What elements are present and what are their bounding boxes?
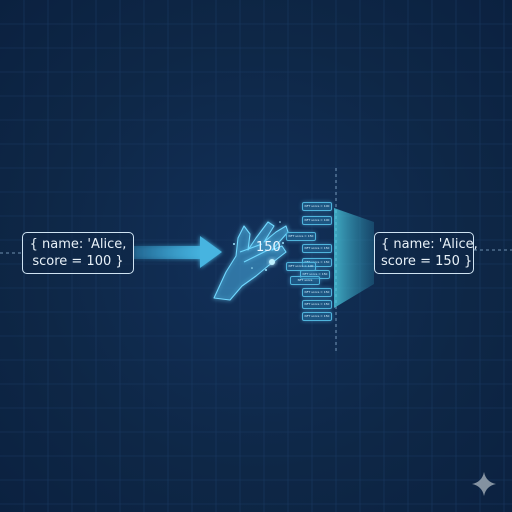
source-object-box: { name: 'Alice, score = 100 } [22, 232, 134, 274]
hand-value-label: 150 [256, 240, 281, 255]
result-object-line-2: score = 150 } [381, 254, 473, 269]
source-object-line-1: { name: 'Alice, [29, 237, 127, 252]
touch-point [269, 259, 275, 265]
data-chip: NFT score = 100 [302, 202, 332, 211]
data-chip: NFT score = 100 [286, 262, 316, 271]
particle [233, 243, 235, 245]
data-chip: NFT score = 150 [286, 232, 316, 241]
particle [279, 221, 281, 223]
result-object-box: { name: 'Alice, score = 150 } [374, 232, 478, 274]
particle [282, 242, 284, 244]
sparkle-icon [472, 472, 496, 496]
source-object-line-2: score = 100 } [32, 254, 124, 269]
data-chip: NFT score = 150 [302, 312, 332, 321]
hand-icon [213, 221, 289, 301]
result-object-line-1: { name: 'Alice, [381, 237, 478, 252]
particle [251, 267, 253, 269]
data-chip: NFT score = 150 [302, 300, 332, 309]
particle [265, 269, 267, 271]
projection-beam [334, 208, 374, 308]
data-chip: NFT score = 150 [302, 244, 332, 253]
transform-arrow [134, 236, 222, 268]
data-chip: NFT score [290, 276, 320, 285]
data-chip: NFT score = 100 [302, 216, 332, 225]
data-chip: NFT score = 150 [302, 288, 332, 297]
